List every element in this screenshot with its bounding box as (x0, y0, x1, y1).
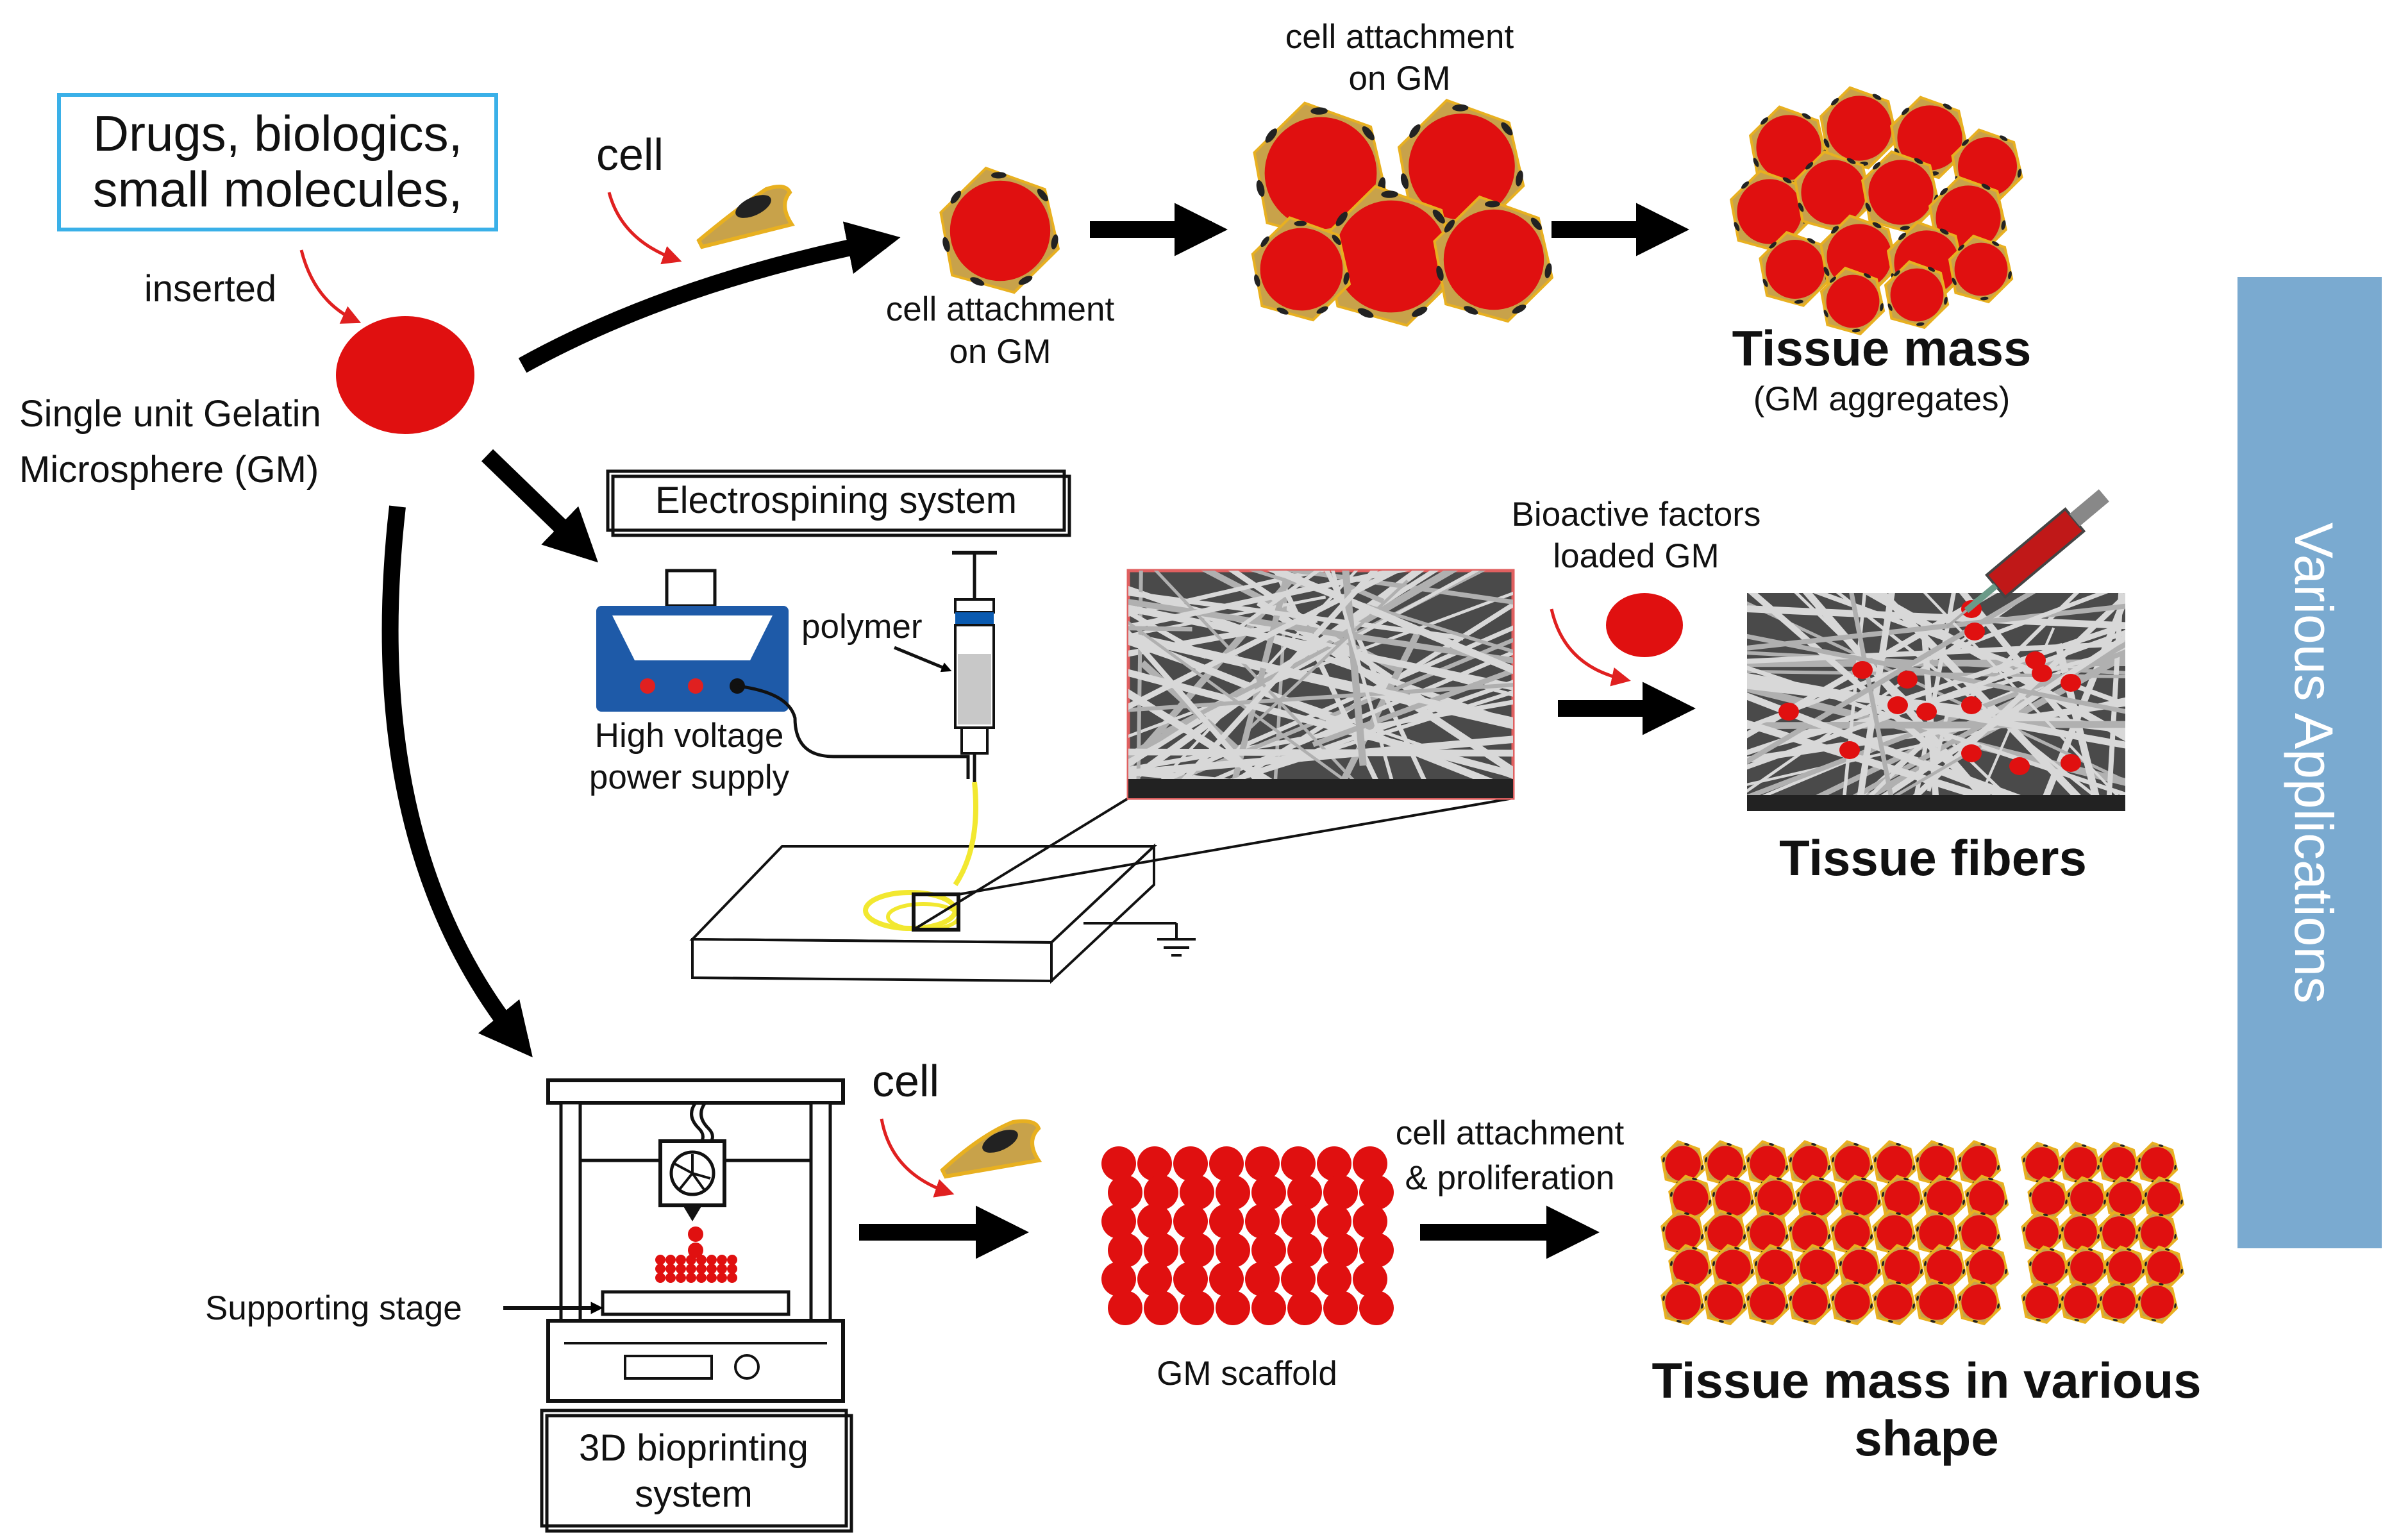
power-cable (737, 684, 970, 779)
gm-scaffold (1101, 1146, 1394, 1325)
tissue-mass-sub: (GM aggregates) (1753, 380, 2011, 418)
syringe (952, 551, 997, 782)
collector-plate (689, 782, 1158, 984)
sem-fiber-image (1126, 569, 1515, 800)
power-label-line2: power supply (589, 758, 790, 796)
gelatin-microsphere (336, 316, 474, 434)
tissue-mass-shape-2 (2021, 1141, 2185, 1324)
zoom-line-bottom (912, 797, 1130, 931)
gm-label-line1: Single unit Gelatin (19, 393, 321, 435)
single-attach-line1: cell attachment (886, 290, 1115, 328)
bioactive-line1: Bioactive factors (1512, 496, 1761, 533)
bioactive-gm (1606, 593, 1683, 657)
inserted-arrow (299, 249, 362, 324)
electrospinning-box (606, 469, 1066, 532)
bioactive-arrow (1550, 608, 1631, 687)
polymer-arrow (894, 646, 952, 673)
proliferation-line1: cell attachment (1396, 1114, 1625, 1152)
bottom-cell-label: cell (872, 1056, 939, 1106)
proliferation-line2: & proliferation (1405, 1159, 1614, 1197)
gm-label-line2: Microsphere (GM) (19, 449, 319, 490)
tissue-mass-aggregate (1729, 86, 2023, 336)
side-panel-label: Various Applications (2284, 523, 2344, 1003)
top-cell-nucleus (735, 195, 771, 218)
result-line1: Tissue mass in various (1652, 1352, 2202, 1409)
zoom-line-top (958, 797, 1514, 896)
inserted-label: inserted (144, 268, 276, 310)
top-cell-label: cell (596, 130, 664, 180)
inputs-line1: Drugs, biologics, (93, 105, 463, 162)
printer-box (540, 1409, 848, 1528)
arrow-to-top-row (518, 221, 901, 373)
arrow-to-electrospinning (481, 449, 598, 563)
arrow-to-bioprinting (381, 505, 533, 1058)
single-gm-cell-attachment (939, 166, 1060, 294)
scaffold-label: GM scaffold (1157, 1355, 1337, 1393)
bioprinter (546, 1078, 845, 1403)
tissue-fibers-title: Tissue fibers (1779, 830, 2087, 886)
tissue-fibers-image (1747, 593, 2125, 811)
power-label-line1: High voltage (595, 717, 784, 755)
injection-syringe (1946, 489, 2109, 628)
ground-symbol (1083, 922, 1196, 957)
stage-label: Supporting stage (205, 1289, 462, 1327)
inputs-line2: small molecules, (93, 161, 463, 217)
printer-label-line2: system (635, 1473, 753, 1515)
bioactive-line2: loaded GM (1553, 537, 1719, 575)
tissue-mass-shape-1 (1660, 1140, 2009, 1326)
bottom-cell-arrow (880, 1118, 955, 1198)
polymer-label: polymer (801, 608, 923, 646)
cluster-attach-line2: on GM (1348, 60, 1450, 97)
inputs-box (57, 93, 498, 231)
cluster-attach-line1: cell attachment (1285, 18, 1514, 56)
bottom-cell-nucleus (982, 1130, 1018, 1153)
result-line2: shape (1854, 1410, 1998, 1466)
printer-label-line1: 3D bioprinting (579, 1427, 808, 1469)
top-cell-arrow (607, 192, 682, 265)
tissue-mass-title: Tissue mass (1732, 320, 2032, 376)
side-panel (2237, 277, 2382, 1248)
single-attach-line2: on GM (949, 333, 1051, 371)
gm-cluster (1251, 99, 1554, 327)
electrospinning-label: Electrospining system (655, 480, 1017, 521)
